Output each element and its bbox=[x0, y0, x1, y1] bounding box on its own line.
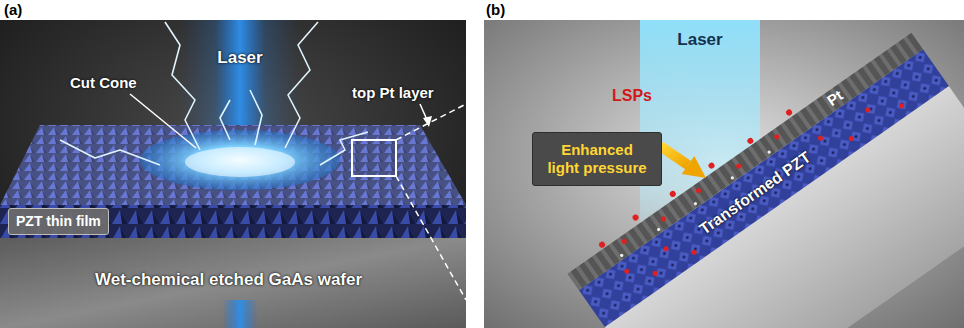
pressure-arrow-head bbox=[682, 156, 706, 178]
pt-layer bbox=[0, 125, 466, 205]
beam-label: Laser bbox=[677, 30, 722, 50]
transformed-pzt bbox=[579, 49, 949, 327]
box-text: PZT thin film bbox=[16, 213, 101, 230]
panel-letter: (a) bbox=[4, 1, 22, 19]
box-text: Enhanced light pressure bbox=[545, 141, 649, 177]
film-label-box: PZT thin film bbox=[8, 208, 109, 235]
zoom-box bbox=[352, 140, 396, 176]
pzt-front-face bbox=[0, 205, 466, 238]
part-label: Wet-chemical etched GaAs wafer bbox=[95, 270, 362, 290]
leader-line bbox=[130, 94, 196, 148]
zoom-line bbox=[396, 104, 466, 140]
part-label: Cut Cone bbox=[70, 74, 137, 92]
beam-label: Laser bbox=[217, 48, 262, 68]
panel-b-art bbox=[484, 20, 964, 328]
panel-ground bbox=[0, 20, 466, 328]
zoom-line bbox=[396, 176, 466, 300]
gaas-wafer bbox=[0, 238, 466, 328]
laser-exit bbox=[222, 300, 258, 328]
pressure-box: Enhanced light pressure bbox=[532, 132, 662, 186]
panel-a-art bbox=[0, 20, 466, 328]
sparks bbox=[60, 22, 368, 165]
cone-core bbox=[185, 147, 295, 177]
part-label: top Pt layer bbox=[352, 84, 434, 102]
cut-cone bbox=[140, 130, 340, 190]
pzt-top-face bbox=[0, 125, 466, 205]
pressure-arrow bbox=[660, 146, 688, 165]
panel-letter: (b) bbox=[486, 1, 505, 19]
part-label: LSPs bbox=[612, 86, 652, 105]
